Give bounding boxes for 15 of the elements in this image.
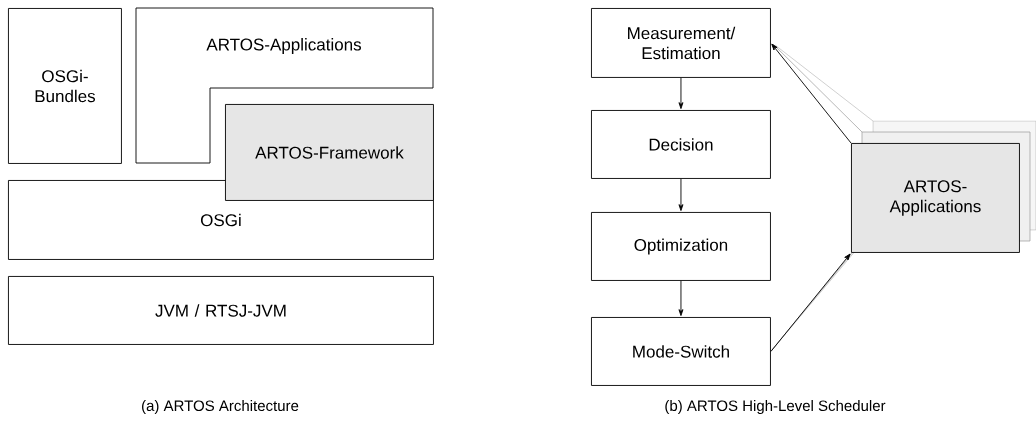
arrow: [678, 178, 684, 212]
process-box: Decision: [591, 110, 771, 179]
bundle-box: OSGi- Bundles: [8, 8, 122, 164]
layer-box: JVM / RTSJ-JVM: [8, 276, 434, 345]
arrow: [771, 43, 852, 144]
caption: (a) ARTOS Architecture: [142, 400, 299, 414]
framework-box: ARTOS-Framework: [225, 104, 434, 201]
arrow: [770, 253, 851, 352]
process-box: Optimization: [591, 212, 771, 281]
arrow: [678, 77, 684, 110]
application-box: ARTOS- Applications: [851, 143, 1020, 253]
arrow: [678, 280, 684, 317]
caption: (b) ARTOS High-Level Scheduler: [665, 400, 886, 414]
process-box: Measurement/ Estimation: [591, 8, 771, 78]
process-box: Mode-Switch: [591, 317, 771, 386]
